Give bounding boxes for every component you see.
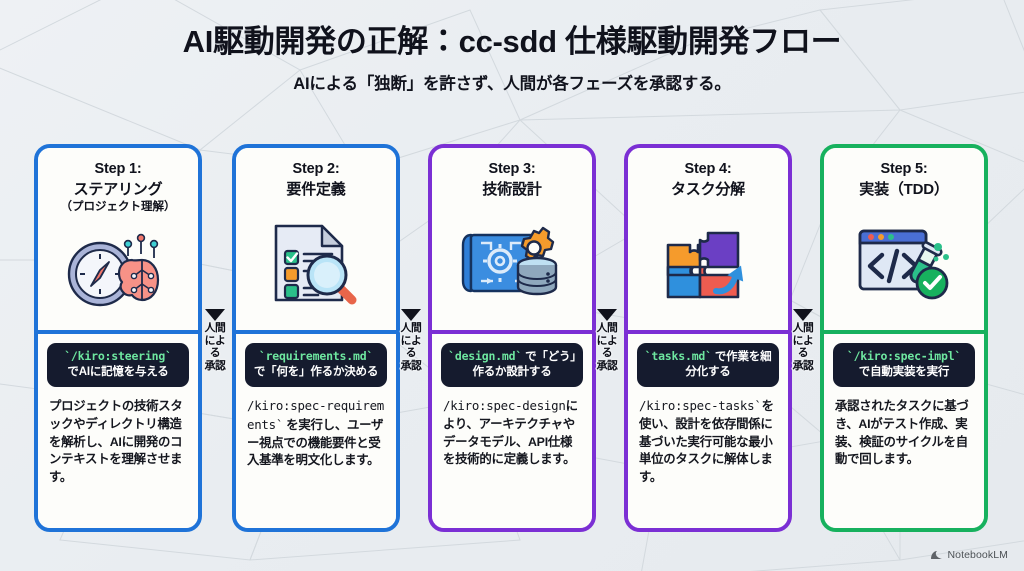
chip-text: で自動実装を実行 bbox=[858, 366, 950, 379]
chip-text: でAIに記憶を与える bbox=[67, 366, 169, 379]
approval-line-1: 人間 bbox=[204, 322, 226, 334]
approval-line-1: 人間 bbox=[792, 322, 814, 334]
approval-line-3: 承認 bbox=[792, 360, 814, 373]
slide-header: AI駆動開発の正解：cc-sdd 仕様駆動開発フロー AIによる「独断」を許さず… bbox=[0, 0, 1024, 94]
card-description-step-5: 承認されたタスクに基づき、AIがテスト作成、実装、検証のサイクルを自動で回します… bbox=[833, 397, 975, 468]
card-body-step-3: `design.md` で「どう」作るか設計する /kiro:spec-desi… bbox=[432, 334, 592, 528]
step-label: Step 5: bbox=[880, 161, 928, 177]
arrow-down-icon bbox=[401, 309, 421, 321]
approval-connector-4: 人間 による 承認 bbox=[788, 309, 818, 373]
arrow-down-icon bbox=[205, 309, 225, 321]
command-chip-step-4: `tasks.md` で作業を細分化する bbox=[637, 343, 779, 388]
card-header-step-3: Step 3: 技術設計 bbox=[432, 148, 592, 334]
watermark-label: NotebookLM bbox=[947, 549, 1008, 561]
command-chip-step-3: `design.md` で「どう」作るか設計する bbox=[441, 343, 583, 388]
card-header-step-5: Step 5: 実装（TDD） bbox=[824, 148, 984, 334]
approval-connector-1: 人間 による 承認 bbox=[200, 309, 230, 373]
command-chip-step-2: `requirements.md` で「何を」作るか決める bbox=[245, 343, 387, 388]
command-chip-step-1: `/kiro:steering` でAIに記憶を与える bbox=[47, 343, 189, 388]
step-name: 技術設計 bbox=[482, 180, 542, 198]
blueprint-gear-database-icon bbox=[432, 200, 592, 330]
step-name: 要件定義 bbox=[286, 180, 346, 198]
approval-connector-2: 人間 による 承認 bbox=[396, 309, 426, 373]
chip-code: `design.md` bbox=[448, 349, 523, 363]
flow-cards-row: Step 1: ステアリング （プロジェクト理解） bbox=[0, 144, 1024, 534]
approval-line-3: 承認 bbox=[596, 360, 618, 373]
arrow-down-icon bbox=[597, 309, 617, 321]
approval-connector-3: 人間 による 承認 bbox=[592, 309, 622, 373]
card-description-step-2: /kiro:spec-requirements` を実行し、ユーザー視点での機能… bbox=[245, 397, 387, 469]
chip-code: `requirements.md` bbox=[258, 349, 374, 363]
flow-card-step-1[interactable]: Step 1: ステアリング （プロジェクト理解） bbox=[34, 144, 202, 532]
flow-card-step-3[interactable]: Step 3: 技術設計 bbox=[428, 144, 596, 532]
chip-code: `/kiro:steering` bbox=[64, 349, 172, 363]
desc-code: /kiro:spec-design bbox=[443, 398, 566, 414]
card-body-step-5: `/kiro:spec-impl` で自動実装を実行 承認されたタスクに基づき、A… bbox=[824, 334, 984, 528]
step-label: Step 2: bbox=[292, 161, 340, 177]
card-body-step-2: `requirements.md` で「何を」作るか決める /kiro:spec-… bbox=[236, 334, 396, 528]
chip-code: `/kiro:spec-impl` bbox=[846, 349, 962, 363]
approval-line-2: による bbox=[400, 334, 422, 360]
approval-line-2: による bbox=[596, 334, 618, 360]
step-name: タスク分解 bbox=[670, 180, 745, 198]
card-body-step-4: `tasks.md` で作業を細分化する /kiro:spec-tasks`を使… bbox=[628, 334, 788, 528]
flow-card-step-5[interactable]: Step 5: 実装（TDD） bbox=[820, 144, 988, 532]
step-name: ステアリング bbox=[73, 180, 163, 198]
desc-text: 承認されたタスクに基づき、AIがテスト作成、実装、検証のサイクルを自動で回します… bbox=[835, 399, 969, 467]
card-description-step-3: /kiro:spec-designにより、アーキテクチャやデータモデル、API仕… bbox=[441, 397, 583, 468]
card-body-step-1: `/kiro:steering` でAIに記憶を与える プロジェクトの技術スタック… bbox=[38, 334, 198, 528]
approval-line-2: による bbox=[204, 334, 226, 360]
step-label: Step 1: bbox=[94, 161, 142, 177]
arrow-down-icon bbox=[793, 309, 813, 321]
approval-line-3: 承認 bbox=[400, 360, 422, 373]
card-header-step-4: Step 4: タスク分解 bbox=[628, 148, 788, 334]
step-name: 実装（TDD） bbox=[859, 180, 949, 198]
chip-code: `tasks.md` bbox=[644, 349, 712, 363]
step-label: Step 4: bbox=[684, 161, 732, 177]
desc-text: プロジェクトの技術スタックやディレクトリ構造を解析し、AIに開発のコンテキストを… bbox=[49, 399, 183, 484]
flow-card-step-2[interactable]: Step 2: 要件定義 bbox=[232, 144, 400, 532]
card-header-step-1: Step 1: ステアリング （プロジェクト理解） bbox=[38, 148, 198, 334]
card-description-step-1: プロジェクトの技術スタックやディレクトリ構造を解析し、AIに開発のコンテキストを… bbox=[47, 397, 189, 486]
compass-brain-icon bbox=[38, 215, 198, 330]
approval-line-1: 人間 bbox=[596, 322, 618, 334]
step-label: Step 3: bbox=[488, 161, 536, 177]
page-title: AI駆動開発の正解：cc-sdd 仕様駆動開発フロー bbox=[182, 24, 842, 59]
code-window-testtube-check-icon bbox=[824, 200, 984, 330]
desc-code: /kiro:spec-tasks` bbox=[639, 398, 762, 414]
chip-text: で「何を」作るか決める bbox=[253, 366, 379, 379]
card-description-step-4: /kiro:spec-tasks`を使い、設計を依存間係に基づいた実行可能な最小… bbox=[637, 397, 779, 486]
approval-line-3: 承認 bbox=[204, 360, 226, 373]
command-chip-step-5: `/kiro:spec-impl` で自動実装を実行 bbox=[833, 343, 975, 388]
step-subtitle: （プロジェクト理解） bbox=[60, 201, 176, 214]
puzzle-pieces-icon bbox=[628, 200, 788, 330]
checklist-magnifier-icon bbox=[236, 200, 396, 330]
flow-card-step-4[interactable]: Step 4: タスク分解 `tasks.md` で作業を細分化する bbox=[624, 144, 792, 532]
notebooklm-icon bbox=[931, 550, 943, 559]
page-subtitle: AIによる「独断」を許さず、人間が各フェーズを承認する。 bbox=[293, 74, 731, 93]
card-header-step-2: Step 2: 要件定義 bbox=[236, 148, 396, 334]
watermark: NotebookLM bbox=[930, 549, 1008, 561]
approval-line-1: 人間 bbox=[400, 322, 422, 334]
approval-line-2: による bbox=[792, 334, 814, 360]
